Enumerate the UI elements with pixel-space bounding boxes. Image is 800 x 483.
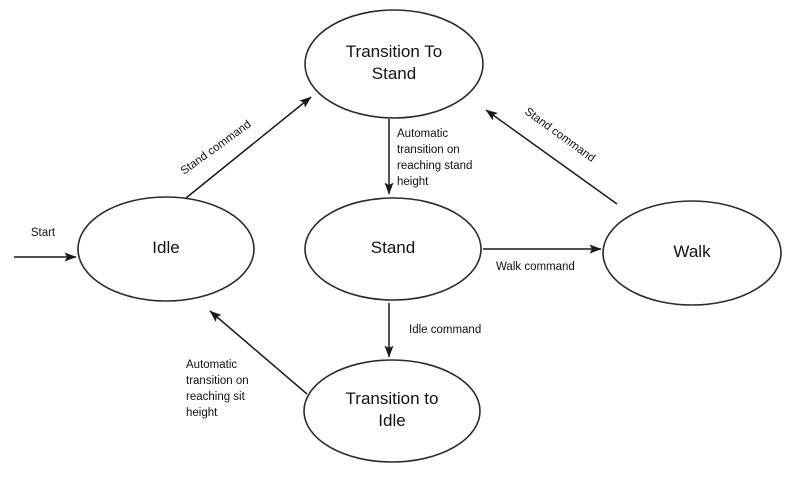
edge-label: Idle command	[409, 324, 481, 336]
state-label: Transition To Stand	[346, 42, 442, 83]
edge-transition-to-idle-to-idle: Automatic transition on reaching sit height	[186, 310, 308, 419]
state-label: Stand	[371, 238, 415, 257]
edge-stand-to-transition-to-idle: Idle command	[384, 303, 481, 358]
state-label-line: Idle	[152, 238, 179, 257]
state-node-transition-to-stand[interactable]: Transition To Stand	[304, 9, 484, 119]
state-label-line: Stand	[372, 64, 416, 83]
state-label-line: Idle	[378, 411, 405, 430]
state-node-walk[interactable]: Walk	[602, 200, 782, 306]
state-ellipse[interactable]	[304, 9, 484, 119]
edge-idle-to-transition-to-stand: Stand command	[179, 96, 312, 199]
state-node-transition-to-idle[interactable]: Transition to Idle	[303, 359, 481, 463]
edge-label-line: Walk command	[496, 261, 575, 273]
edge-label: Walk command	[496, 261, 575, 273]
state-ellipse[interactable]	[304, 197, 482, 301]
edge-label: Stand command	[522, 106, 597, 165]
edge-walk-to-transition-to-stand: Stand command	[485, 106, 618, 205]
state-node-idle[interactable]: Idle	[77, 196, 255, 302]
state-label: Transition to Idle	[346, 389, 439, 430]
edge-label: Stand command	[179, 118, 254, 177]
edge-label-line: reaching stand	[397, 160, 472, 172]
edge-label: Automatic transition on reaching sit height	[186, 359, 249, 419]
state-label-line: Stand	[371, 238, 415, 257]
edge-transition-to-stand-to-stand: Automatic transition on reaching stand heig…	[384, 119, 472, 195]
edge-label: Automatic transition on reaching stand heig…	[397, 128, 472, 188]
edge-label-line: Automatic	[186, 359, 237, 371]
edge-label-line: Stand command	[522, 106, 597, 165]
edge-label-line: reaching sit	[186, 391, 246, 403]
start-marker-layer: Start	[14, 227, 77, 262]
start-marker: Start	[14, 227, 77, 262]
edge-label-line: Stand command	[179, 118, 254, 177]
edge-label-line: transition on	[397, 144, 460, 156]
state-ellipse[interactable]	[602, 200, 782, 306]
state-node-stand[interactable]: Stand	[304, 197, 482, 301]
state-label: Idle	[152, 238, 179, 257]
edge-label-line: Idle command	[409, 324, 481, 336]
edge-label-line: height	[397, 176, 429, 188]
edge-label-line: Automatic	[397, 128, 448, 140]
edge-arrow	[209, 310, 308, 395]
edge-arrow	[185, 96, 312, 199]
start-label: Start	[31, 227, 56, 239]
edge-stand-to-walk: Walk command	[483, 244, 602, 273]
state-ellipse[interactable]	[303, 359, 481, 463]
edge-arrow	[485, 109, 618, 205]
state-label-line: Transition to	[346, 389, 439, 408]
state-label: Walk	[673, 242, 711, 261]
state-ellipse[interactable]	[77, 196, 255, 302]
edge-label-line: transition on	[186, 375, 249, 387]
state-label-line: Transition To	[346, 42, 442, 61]
state-label-line: Walk	[673, 242, 711, 261]
edge-label-line: height	[186, 407, 218, 419]
